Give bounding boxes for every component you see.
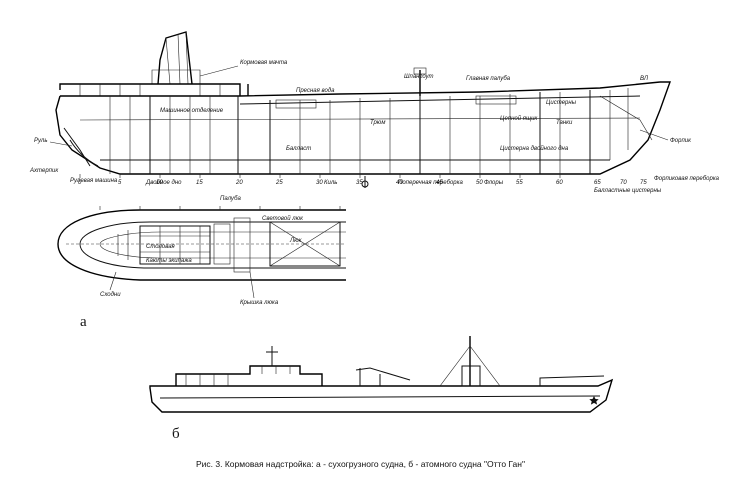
label-keel: Киль	[324, 180, 337, 186]
label-fresh-water: Пресная вода	[296, 88, 335, 94]
label-forepeak: Форпик	[670, 138, 692, 144]
frame-number: 45	[436, 180, 443, 186]
label-waterline: ВЛ	[640, 76, 649, 82]
label-gangway: Сходни	[100, 292, 121, 298]
ship-plan-view	[57, 206, 346, 281]
label-bottom-tank: Цистерна двойного дна	[500, 145, 569, 152]
label-aft-mast: Кормовая мачта	[240, 60, 288, 66]
frame-number: 25	[275, 180, 283, 186]
frame-numbers: 0 5 10 15 20 25 30 35 40 45 50 55 60 65 …	[78, 180, 647, 186]
label-crew-cabins: Каюты экипажа	[146, 258, 192, 264]
label-chain-locker: Цепной ящик	[500, 115, 538, 122]
panel-a-letter: a	[80, 314, 87, 330]
plan-deckhouse	[139, 225, 211, 265]
label-hold: Трюм	[370, 120, 385, 126]
frame-number: 10	[156, 180, 163, 186]
frame-number: 35	[356, 180, 363, 186]
frame-number: 50	[476, 180, 483, 186]
plan-outline	[57, 209, 346, 281]
plan-labels: Столовая Каюты экипажа Люк Палуба Сходни…	[100, 196, 304, 306]
figure-caption: Рис. 3. Кормовая надстройка: а - сухогру…	[196, 459, 525, 469]
label-frame: Шпангоут	[404, 74, 434, 80]
label-main-deck: Главная палуба	[466, 76, 511, 82]
label-ballast-tanks: Балластные цистерны	[594, 188, 662, 194]
frame-number: 5	[118, 180, 122, 186]
label-ballast: Балласт	[286, 146, 311, 152]
label-double-bottom: Двойное дно	[145, 179, 182, 186]
label-floors: Флоры	[484, 180, 504, 186]
label-tank-area: Цистерны	[546, 100, 577, 106]
label-transverse-bulkhead: Поперечная переборка	[398, 180, 463, 186]
label-aft-peak: Ахтерпик	[29, 168, 59, 174]
panel-b-letter: б	[172, 426, 180, 442]
label-hatch: Люк	[289, 238, 303, 244]
plan-hatch	[269, 221, 341, 267]
frame-number: 65	[594, 180, 601, 186]
frame-number: 20	[235, 180, 243, 186]
frame-number: 60	[556, 180, 563, 186]
rudder	[63, 127, 99, 167]
ship-b-superstructure	[175, 365, 323, 386]
frame-number: 0	[78, 180, 82, 186]
frame-number: 15	[196, 180, 203, 186]
deckhouse	[59, 83, 241, 96]
label-fore-bulkhead: Форпиковая переборка	[654, 176, 720, 182]
frame-number: 30	[316, 180, 323, 186]
label-steering-gear: Рулевая машина	[70, 178, 118, 184]
label-engine-room: Машинное отделение	[160, 108, 224, 114]
frame-number: 55	[516, 180, 523, 186]
label-tanks: Танки	[556, 120, 573, 126]
label-hatch-cover: Крышка люка	[240, 300, 279, 306]
frame-number: 40	[396, 180, 403, 186]
label-rudder: Руль	[34, 138, 47, 144]
label-skylight: Световой люк	[262, 215, 304, 222]
label-mess: Столовая	[146, 244, 176, 250]
label-deck: Палуба	[220, 196, 241, 202]
frame-number: 70	[620, 180, 627, 186]
profile-labels: Кормовая мачта Главная палуба Пресная во…	[29, 60, 720, 194]
frame-number: 75	[640, 180, 647, 186]
ship-profile-view	[55, 31, 671, 188]
ship-b-silhouette	[149, 336, 614, 413]
ship-b-hull	[149, 378, 614, 413]
